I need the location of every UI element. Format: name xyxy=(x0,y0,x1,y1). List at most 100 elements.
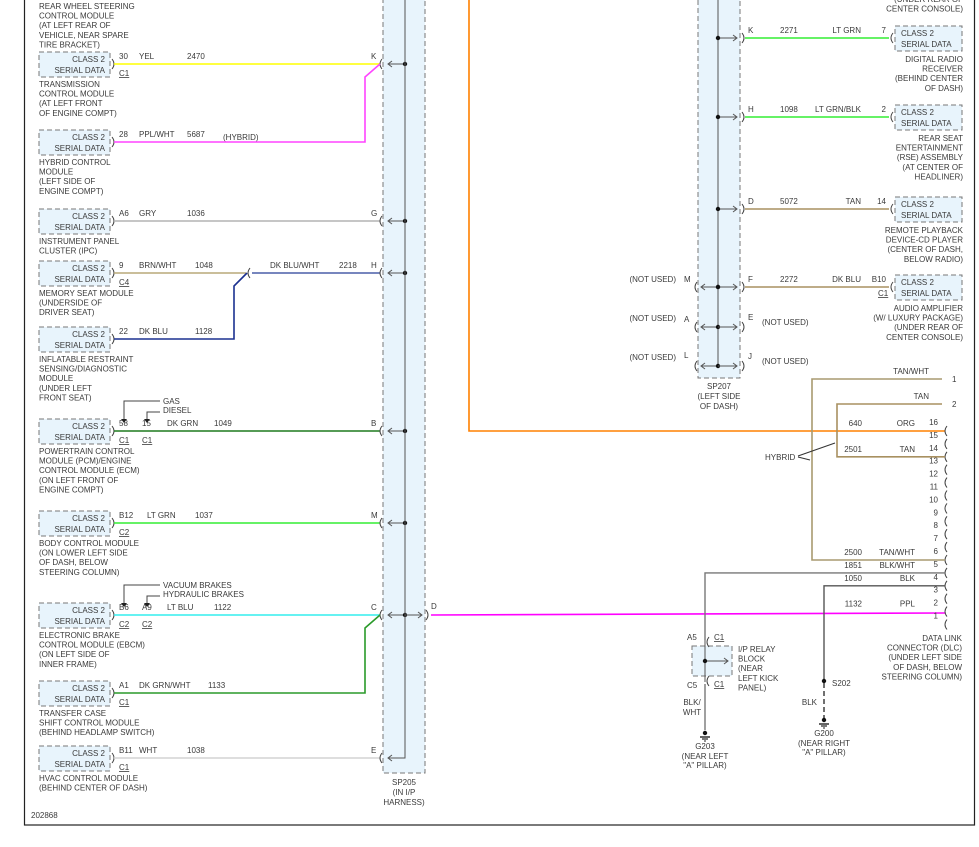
wire-color-label: GRY xyxy=(139,209,157,218)
arrowhead xyxy=(732,323,738,331)
connector-female-symbol xyxy=(944,528,948,540)
module-name-label: (AT LEFT REAR OF xyxy=(39,21,111,30)
module-box xyxy=(38,680,111,707)
module-box-label: SERIAL DATA xyxy=(54,66,105,75)
module-box-label: CLASS 2 xyxy=(72,330,105,339)
module-name-label: SENSING/DIAGNOSTIC xyxy=(39,365,127,374)
connector-male-symbol xyxy=(425,609,429,621)
dlc-name-label: DATA LINK xyxy=(922,634,962,643)
module-name-label: CENTER CONSOLE) xyxy=(886,333,963,342)
wire-color-label: YEL xyxy=(139,52,155,61)
module-name-label: REAR WHEEL STEERING xyxy=(39,2,135,11)
diagram-frame xyxy=(23,0,976,826)
module-name-label: (W/ LUXURY PACKAGE) xyxy=(873,314,963,323)
connector-female-symbol xyxy=(890,32,894,44)
module-box-label: CLASS 2 xyxy=(901,108,934,117)
arrowhead xyxy=(700,323,706,331)
splice-pin-letter: H xyxy=(748,105,754,114)
module-box-label: CLASS 2 xyxy=(901,29,934,38)
module-name-label: CONTROL MODULE xyxy=(39,12,114,21)
wire-dk-blu-1128 xyxy=(114,272,248,340)
dlc-pin-number: 12 xyxy=(929,470,938,479)
module-name-label: CENTER CONSOLE) xyxy=(886,5,963,14)
module-name-label: (RSE) ASSEMBLY xyxy=(897,153,964,162)
relay-block-name: I/P RELAY xyxy=(738,645,776,654)
connector-female-symbol xyxy=(944,503,948,514)
module-name-label: SHIFT CONTROL MODULE xyxy=(39,719,139,728)
connector-female-symbol xyxy=(944,438,948,450)
pin-number: A9 xyxy=(142,603,152,612)
module-box xyxy=(38,418,111,445)
wire-color-label: DK GRN/WHT xyxy=(139,681,191,690)
module-name-label: DIGITAL RADIO xyxy=(905,55,963,64)
splice-dot xyxy=(715,284,721,290)
module-name-label: ELECTRONIC BRAKE xyxy=(39,631,120,640)
module-name-label: TRANSMISSION xyxy=(39,80,100,89)
connector-male-symbol xyxy=(111,687,115,699)
relay-pin: A5 xyxy=(687,633,697,642)
connector-female-symbol xyxy=(379,267,383,279)
connector-female-symbol xyxy=(379,215,383,227)
module-name-label: OF DASH, BELOW xyxy=(39,558,108,567)
module-box-label: SERIAL DATA xyxy=(54,760,105,769)
connector-male-symbol xyxy=(111,267,115,279)
module-name-label: ENTERTAINMENT xyxy=(896,144,963,153)
circuit-number: 1050 xyxy=(844,574,862,583)
arrowhead xyxy=(387,269,393,277)
module-name-label: MEMORY SEAT MODULE xyxy=(39,289,134,298)
module-name-label: OF ENGINE COMPT) xyxy=(39,109,117,118)
module-box xyxy=(38,260,111,287)
connector-male-symbol xyxy=(741,32,745,44)
splice-pin-letter: K xyxy=(371,52,377,61)
dlc-pin-number: 5 xyxy=(934,560,939,569)
wire-color-label: BLK/WHT xyxy=(879,561,915,570)
option-leader xyxy=(123,400,160,422)
ground-location: "A" PILLAR) xyxy=(802,748,846,757)
wire-color-label: LT BLU xyxy=(167,603,194,612)
module-name-label: POWERTRAIN CONTROL xyxy=(39,447,135,456)
dlc-pin-number: 16 xyxy=(929,418,938,427)
connector-male-symbol xyxy=(111,333,115,345)
connector-male-symbol xyxy=(111,752,115,764)
connector-female-symbol xyxy=(944,515,948,527)
pin-number: 58 xyxy=(119,419,128,428)
module-name-label: AUDIO AMPLIFIER xyxy=(894,304,964,313)
relay-block-name: BLOCK xyxy=(738,655,766,664)
splice-pin-letter: D xyxy=(748,197,754,206)
connector-female-symbol xyxy=(944,490,948,501)
splice-pin-letter: K xyxy=(748,26,754,35)
not-used-label: (NOT USED) xyxy=(629,353,676,362)
connector-female-symbol xyxy=(379,752,383,764)
pin-number: 15 xyxy=(142,419,151,428)
option-label: DIESEL xyxy=(163,406,192,415)
connector-male-symbol xyxy=(741,111,745,123)
connector-id: C1 xyxy=(142,436,153,445)
module-name-label: REAR SEAT xyxy=(918,134,963,143)
figure-id: 202868 xyxy=(31,811,58,820)
connector-male-symbol xyxy=(741,321,745,333)
module-box-label: SERIAL DATA xyxy=(901,289,952,298)
hybrid-label: HYBRID xyxy=(765,453,795,462)
arrowhead xyxy=(732,34,738,42)
wire-color-label: WHT xyxy=(683,708,701,717)
module-name-label: CONTROL MODULE (EBCM) xyxy=(39,641,145,650)
connector-female-symbol xyxy=(944,619,948,630)
not-used-label: (NOT USED) xyxy=(762,318,809,327)
module-name-label: (BEHIND CENTER OF DASH) xyxy=(39,784,148,793)
module-name-label: INSTRUMENT PANEL xyxy=(39,237,120,246)
splice-pack-label: SP207 xyxy=(707,382,732,391)
wire-blk-1050 xyxy=(823,585,945,680)
module-box xyxy=(38,745,111,772)
module-box xyxy=(38,129,111,156)
dlc-pin-number: 8 xyxy=(934,521,939,530)
connector-male-symbol xyxy=(111,609,115,621)
module-name-label: (AT CENTER OF xyxy=(902,163,963,172)
splice-pin-letter: E xyxy=(748,313,753,322)
relay-block-name: LEFT KICK xyxy=(738,674,779,683)
module-box-label: CLASS 2 xyxy=(72,212,105,221)
splice-pin-letter: D xyxy=(431,602,437,611)
module-box-label: SERIAL DATA xyxy=(54,617,105,626)
wire-color-label: TAN/WHT xyxy=(879,548,915,557)
module-box-label: SERIAL DATA xyxy=(901,40,952,49)
